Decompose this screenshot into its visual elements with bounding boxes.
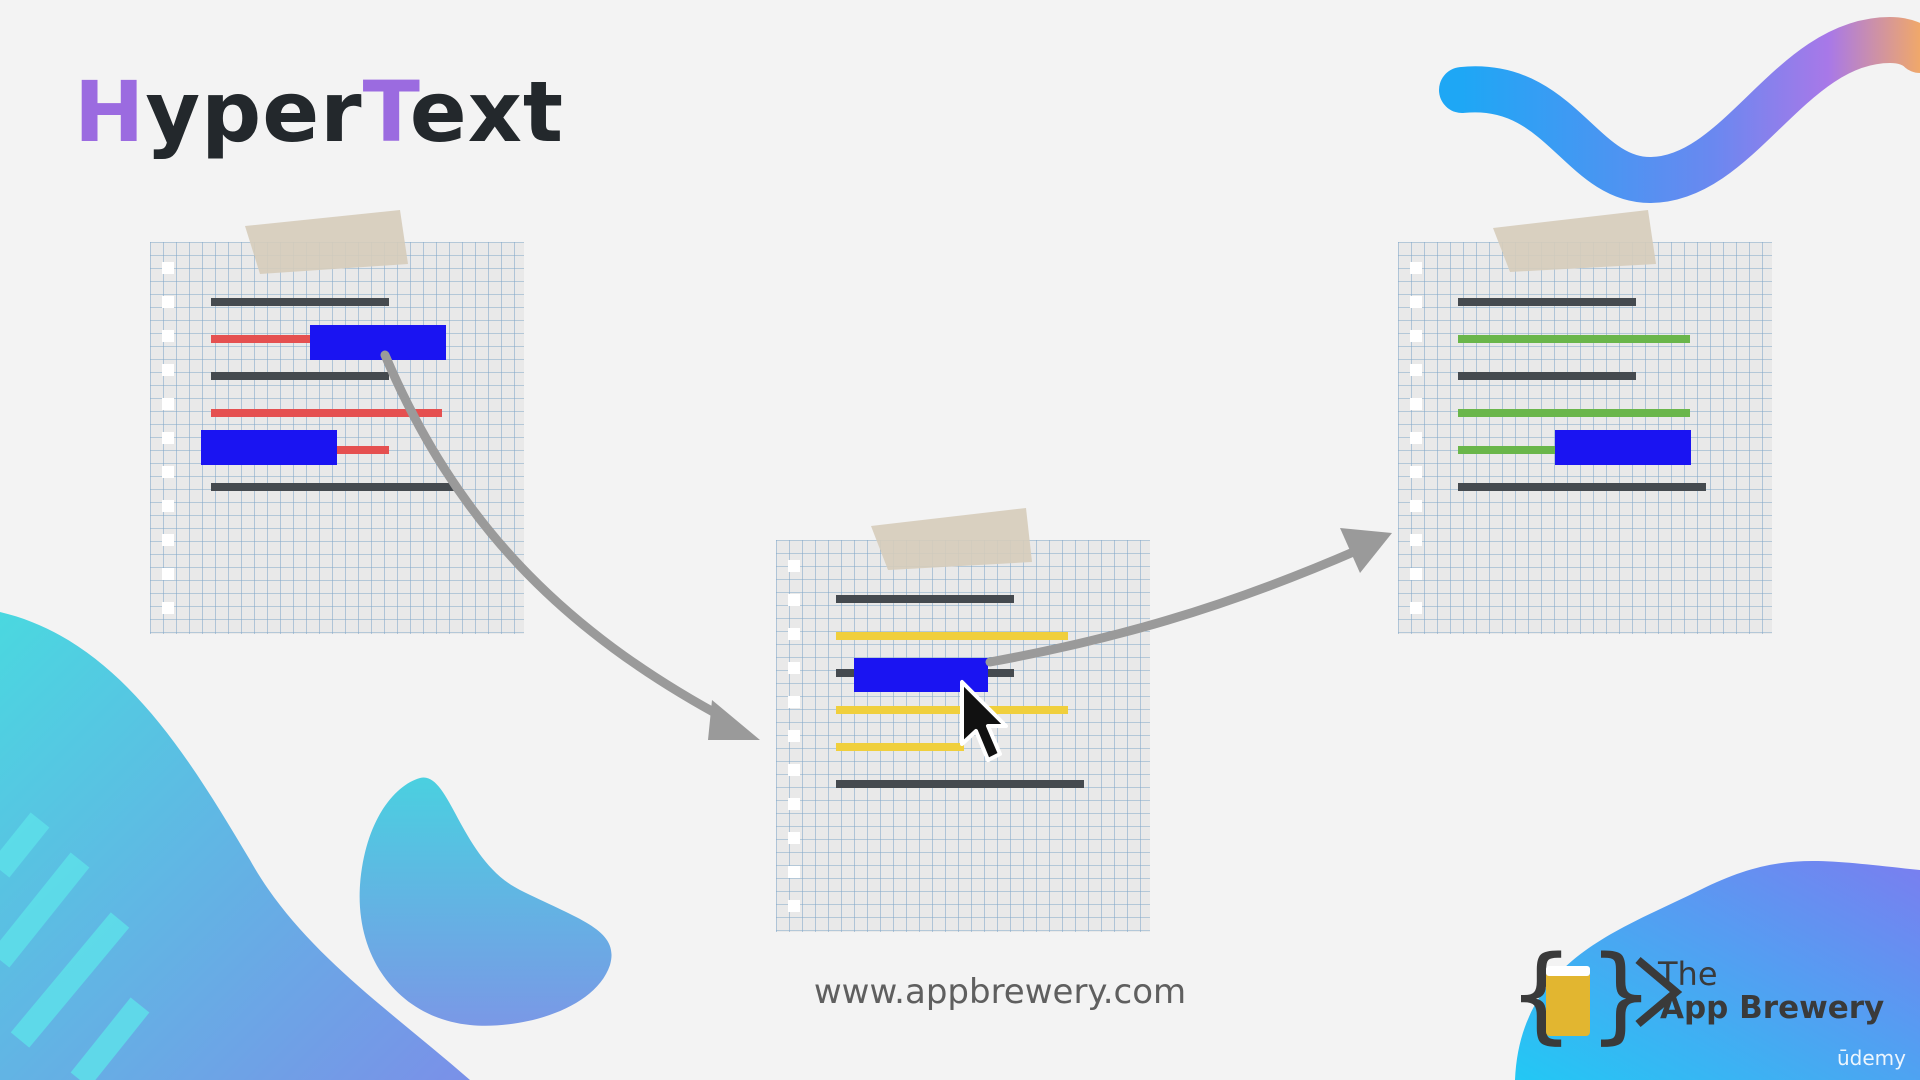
page-1 xyxy=(150,210,524,634)
title-part-yper: yper xyxy=(145,63,363,161)
svg-text:}: } xyxy=(1588,933,1654,1055)
decor-stripes xyxy=(0,812,150,1080)
link-highlight xyxy=(1555,430,1691,465)
mouse-cursor-icon xyxy=(960,680,1008,762)
link-line xyxy=(836,706,1068,714)
text-line xyxy=(1458,298,1636,306)
brand-line-1: The xyxy=(1658,955,1718,993)
decor-wave xyxy=(1439,16,1920,204)
platform-watermark: ūdemy xyxy=(1837,1046,1906,1070)
decor-blob-center xyxy=(359,777,612,1026)
link-line xyxy=(836,632,1068,640)
website-url: www.appbrewery.com xyxy=(0,972,1920,1012)
link-line xyxy=(211,409,442,417)
app-brewery-logo-icon: { } xyxy=(1508,933,1683,1055)
title-letter-h: H xyxy=(74,63,146,161)
decor-blob-left xyxy=(0,612,470,1080)
tape xyxy=(871,508,1032,570)
tape xyxy=(245,210,408,274)
arrow-1 xyxy=(380,350,733,725)
link-highlight xyxy=(201,430,337,465)
link-line xyxy=(1458,335,1690,343)
text-line xyxy=(211,483,459,491)
text-line xyxy=(211,298,389,306)
text-line xyxy=(1458,372,1636,380)
link-line xyxy=(1458,446,1578,454)
text-line xyxy=(836,780,1084,788)
link-line xyxy=(1458,409,1690,417)
arrow-2-head xyxy=(1340,528,1392,573)
text-line xyxy=(836,595,1014,603)
arrow-1-head xyxy=(708,700,760,740)
title-letter-t: T xyxy=(362,63,410,161)
link-line xyxy=(836,743,964,751)
decor-blob-right xyxy=(1515,861,1920,1080)
title-part-ext: ext xyxy=(409,63,565,161)
link-line xyxy=(330,446,389,454)
page-3 xyxy=(1398,210,1772,634)
link-line xyxy=(211,335,318,343)
url-text: www.appbrewery.com xyxy=(813,972,1187,1012)
slide-title: HyperText xyxy=(74,70,564,154)
link-highlight xyxy=(310,325,446,360)
text-line xyxy=(1458,483,1706,491)
text-line xyxy=(211,372,389,380)
brand-line-2: App Brewery xyxy=(1660,990,1885,1026)
arrow-2 xyxy=(985,545,1363,667)
tape xyxy=(1493,210,1656,272)
